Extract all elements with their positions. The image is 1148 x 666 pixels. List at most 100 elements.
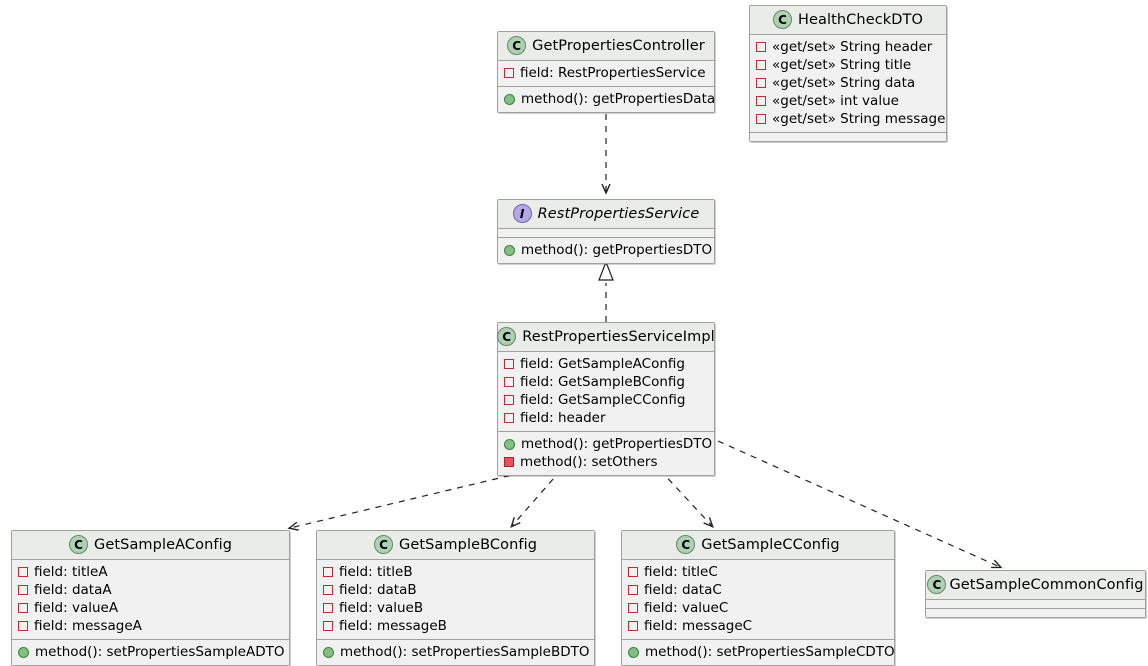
fields-compartment-empty <box>926 600 1145 609</box>
private-field-icon <box>628 621 638 631</box>
field-row: field: RestPropertiesService <box>504 64 708 82</box>
field-label: «get/set» String title <box>772 57 912 73</box>
field-label: field: messageC <box>644 618 753 634</box>
interface-header: I RestPropertiesService <box>498 200 714 229</box>
field-label: field: messageA <box>34 618 142 634</box>
field-label: «get/set» int value <box>772 93 899 109</box>
field-row: field: valueB <box>323 599 588 617</box>
field-label: field: dataB <box>339 582 417 598</box>
field-row: field: dataA <box>18 581 283 599</box>
field-row: «get/set» String header <box>756 38 940 56</box>
field-row: field: valueA <box>18 599 283 617</box>
class-box-health-check-dto[interactable]: C HealthCheckDTO «get/set» String header… <box>749 5 947 142</box>
class-title: GetSampleBConfig <box>398 536 538 553</box>
class-header: C RestPropertiesServiceImpl <box>497 323 715 352</box>
private-field-icon <box>756 114 766 124</box>
class-box-get-sample-b-config[interactable]: C GetSampleBConfig field: titleB field: … <box>316 530 595 666</box>
method-label: method(): getPropertiesDTO <box>521 436 713 452</box>
field-row: field: valueC <box>628 599 888 617</box>
method-label: method(): setPropertiesSampleADTO <box>35 644 285 660</box>
field-label: field: dataC <box>644 582 722 598</box>
method-row: method(): setPropertiesSampleADTO <box>18 643 285 661</box>
method-label: method(): setPropertiesSampleCDTO <box>645 644 895 660</box>
fields-compartment-empty <box>498 229 714 238</box>
class-header: C GetSampleCommonConfig <box>926 571 1145 600</box>
private-field-icon <box>18 585 28 595</box>
field-label: field: messageB <box>339 618 447 634</box>
fields-compartment: field: titleB field: dataB field: valueB… <box>317 560 594 640</box>
private-field-icon <box>756 96 766 106</box>
class-badge-icon: C <box>373 535 393 554</box>
private-field-icon <box>323 567 333 577</box>
class-header: C GetSampleBConfig <box>317 531 594 560</box>
fields-compartment: field: GetSampleAConfig field: GetSample… <box>498 352 714 432</box>
class-box-get-sample-common-config[interactable]: C GetSampleCommonConfig <box>925 570 1146 618</box>
public-method-icon <box>504 438 515 450</box>
class-box-get-properties-controller[interactable]: C GetPropertiesController field: RestPro… <box>497 31 715 113</box>
methods-compartment: method(): setPropertiesSampleCDTO <box>622 640 895 665</box>
class-header: C GetSampleCConfig <box>622 531 894 560</box>
edge-impl-to-sample-a <box>287 469 534 531</box>
field-label: «get/set» String header <box>772 39 933 55</box>
class-title: GetPropertiesController <box>532 37 705 54</box>
private-field-icon <box>504 395 514 405</box>
field-row: field: GetSampleBConfig <box>504 373 708 391</box>
private-field-icon <box>628 585 638 595</box>
field-label: field: titleC <box>644 564 718 580</box>
class-box-rest-properties-service-impl[interactable]: C RestPropertiesServiceImpl field: GetSa… <box>497 322 715 476</box>
field-row: field: GetSampleAConfig <box>504 355 708 373</box>
public-method-icon <box>504 244 515 256</box>
realization-triangle-icon <box>598 260 614 281</box>
field-row: field: titleA <box>18 563 283 581</box>
field-label: field: dataA <box>34 582 112 598</box>
field-row: field: titleC <box>628 563 888 581</box>
methods-compartment: method(): getPropertiesDTO <box>498 238 714 263</box>
class-badge-icon: C <box>69 535 88 554</box>
public-method-icon <box>628 646 639 658</box>
field-row: field: titleB <box>323 563 588 581</box>
field-label: field: valueA <box>34 600 119 616</box>
field-row: field: messageA <box>18 617 283 635</box>
methods-compartment: method(): getPropertiesData <box>498 87 715 112</box>
class-badge-icon: C <box>507 36 527 55</box>
field-row: «get/set» String title <box>756 56 940 74</box>
methods-compartment-empty <box>926 609 1145 617</box>
field-row: «get/set» String message <box>756 110 945 128</box>
private-field-icon <box>504 377 514 387</box>
public-method-icon <box>323 646 334 658</box>
private-field-icon <box>504 359 514 369</box>
field-row: «get/set» int value <box>756 92 940 110</box>
field-label: field: valueB <box>339 600 424 616</box>
field-label: field: GetSampleAConfig <box>520 356 685 372</box>
private-field-icon <box>18 621 28 631</box>
field-label: «get/set» String message <box>772 111 946 127</box>
field-label: field: RestPropertiesService <box>520 65 706 81</box>
private-field-icon <box>18 567 28 577</box>
class-badge-icon: C <box>676 535 696 554</box>
methods-compartment: method(): setPropertiesSampleBDTO <box>317 640 594 665</box>
class-title: GetSampleCommonConfig <box>949 576 1144 593</box>
class-box-get-sample-a-config[interactable]: C GetSampleAConfig field: titleA field: … <box>11 530 290 666</box>
method-row: method(): setPropertiesSampleBDTO <box>323 643 590 661</box>
field-row: field: messageB <box>323 617 588 635</box>
fields-compartment: field: titleC field: dataC field: valueC… <box>622 560 894 640</box>
interface-box-rest-properties-service[interactable]: I RestPropertiesService method(): getPro… <box>497 199 715 264</box>
class-title: GetSampleAConfig <box>94 536 232 553</box>
fields-compartment: field: RestPropertiesService <box>498 61 714 87</box>
edge-impl-realizes-service <box>598 260 614 322</box>
method-label: method(): setPropertiesSampleBDTO <box>340 644 590 660</box>
methods-compartment: method(): setPropertiesSampleADTO <box>12 640 289 665</box>
method-row: method(): getPropertiesData <box>504 90 715 108</box>
method-row: method(): setOthers <box>504 453 708 471</box>
private-field-icon <box>756 60 766 70</box>
class-box-get-sample-c-config[interactable]: C GetSampleCConfig field: titleC field: … <box>621 530 895 666</box>
field-label: field: GetSampleCConfig <box>520 392 686 408</box>
private-field-icon <box>323 603 333 613</box>
methods-compartment-empty <box>750 133 946 141</box>
private-field-icon <box>756 42 766 52</box>
public-method-icon <box>504 93 515 105</box>
class-badge-icon: C <box>772 10 792 29</box>
field-row: field: messageC <box>628 617 888 635</box>
field-row: «get/set» String data <box>756 74 940 92</box>
field-label: field: titleA <box>34 564 108 580</box>
